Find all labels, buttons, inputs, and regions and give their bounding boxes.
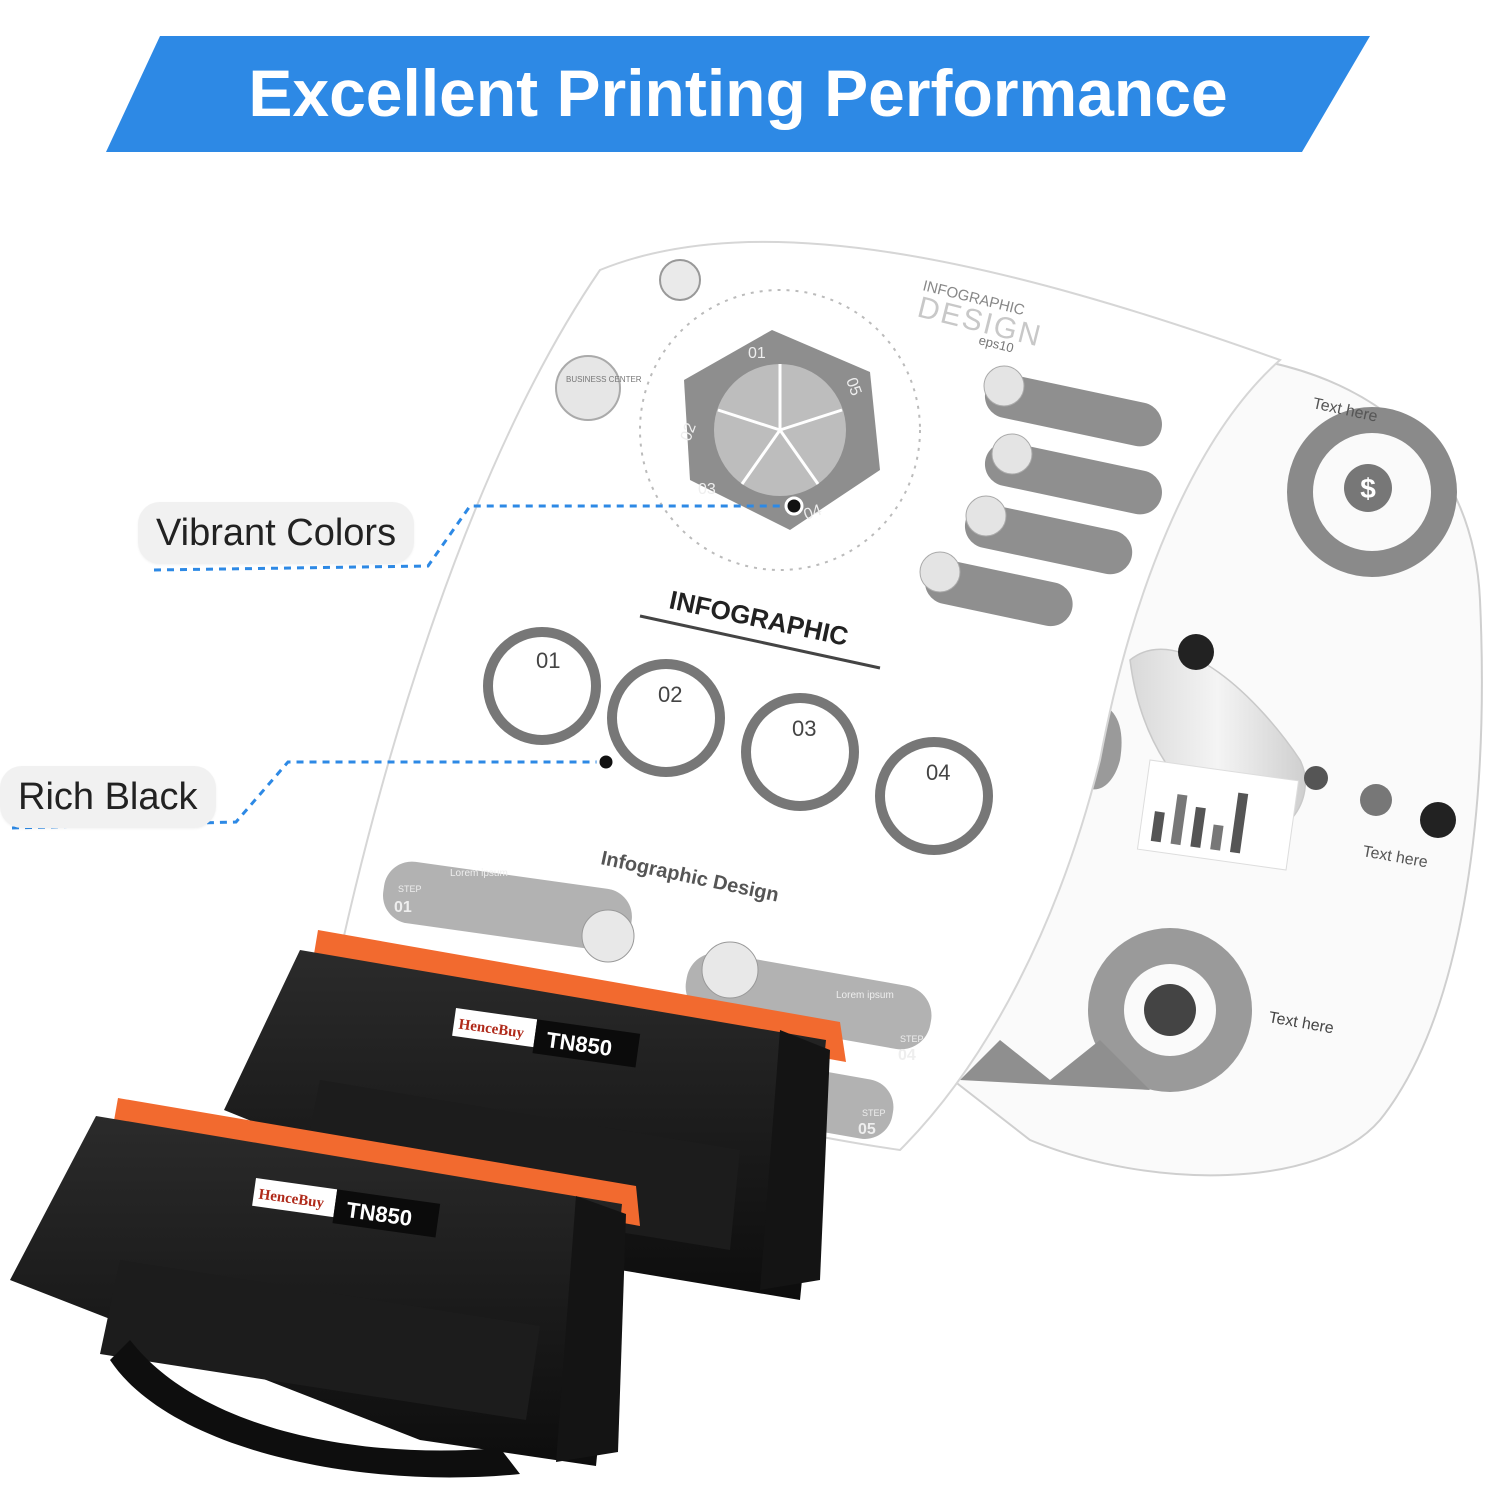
- pentagon-number-4: 04: [802, 502, 825, 524]
- step-label-2: STEP: [900, 1034, 924, 1044]
- brand-label-back: [452, 1007, 538, 1048]
- circle-number-2: 02: [658, 682, 682, 707]
- callout-rich-black: Rich Black: [0, 766, 216, 828]
- callout-rich-black-label: Rich Black: [18, 776, 198, 818]
- step-number-2: 04: [898, 1047, 916, 1064]
- banner-title: Excellent Printing Performance: [248, 56, 1227, 130]
- cartridge-handle: [110, 1340, 520, 1478]
- donut-chart: [1287, 407, 1457, 577]
- title-banner: [106, 36, 1370, 152]
- pentagon-number-2: 02: [678, 421, 700, 444]
- step-lorem-2: Lorem ipsum: [836, 990, 894, 1001]
- circle-number-4: 04: [926, 760, 950, 785]
- clock-icon: [659, 259, 701, 301]
- callout-dot-2: [596, 752, 616, 772]
- pentagon-number-5: 05: [842, 376, 864, 399]
- step-lorem-1: Lorem ipsum: [450, 868, 508, 879]
- pentagon-number-1: 01: [748, 345, 766, 362]
- pentagon-number-3: 03: [698, 481, 716, 498]
- heart-icon: [701, 941, 759, 999]
- business-center-label: BUSINESS CENTER: [566, 375, 642, 384]
- toner-cartridge-front: HenceBuy TN850: [10, 1098, 640, 1478]
- numbered-circles: 01 02 03 04: [483, 627, 993, 855]
- brand-label-front: [252, 1178, 338, 1218]
- callout-vibrant-colors-label: Vibrant Colors: [156, 512, 397, 554]
- circle-number-3: 03: [792, 716, 816, 741]
- step-number-3: 05: [858, 1121, 876, 1138]
- callout-vibrant-colors: Vibrant Colors: [138, 502, 415, 564]
- callout-dot-1: [784, 496, 804, 516]
- callout-leaders: [11, 496, 804, 830]
- pill-items: [919, 365, 1162, 627]
- dollar-icon: $: [1360, 473, 1376, 504]
- magnifier-icon: [581, 909, 635, 963]
- pentagon-wheel: 01 02 03 04 05: [678, 330, 880, 530]
- step-number-1: 01: [394, 899, 412, 916]
- step-label-1: STEP: [398, 884, 422, 894]
- step-label-3: STEP: [862, 1108, 886, 1118]
- circle-number-1: 01: [536, 648, 560, 673]
